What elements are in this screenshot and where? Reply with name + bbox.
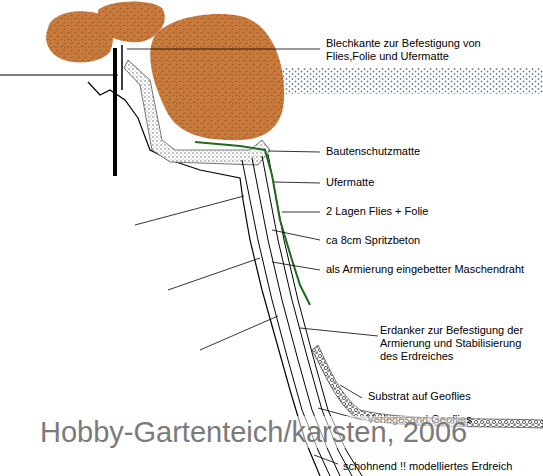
stone [98,1,165,42]
leader-line [340,385,362,398]
sheet-edge [121,45,123,90]
callout-label: als Armierung eingebetter Maschendraht [326,263,524,276]
leader-line [268,151,320,152]
ground-line [0,75,118,76]
callout-label: Erdanker zur Befestigung der Armierung u… [380,324,540,363]
stone [150,14,284,140]
leader-line [274,182,320,183]
leader-line [300,328,378,336]
callout-label: Blechkante zur Befestigung von Flies,Fol… [326,37,501,63]
leader-line [272,262,320,270]
callout-label: Ufermatte [326,176,374,189]
callout-label: Bautenschutzmatte [326,145,420,158]
callout-label: ca 8cm Spritzbeton [326,234,420,247]
leader-line [272,230,320,240]
leader-line [282,212,320,213]
leader-line [200,316,278,350]
leader-line [127,49,320,50]
callout-label: schohnend !! modelliertes Erdreich [343,460,512,473]
watermark: Hobby-Gartenteich/karsten, 2006 [40,416,467,448]
leader-line [168,258,260,290]
callout-label: 2 Lagen Flies + Folie [326,205,428,218]
water-surface [268,68,543,94]
bank-mat [195,142,310,305]
edge-post [113,48,117,176]
leader-line [314,455,338,464]
leader-line [135,196,244,225]
callout-label: Substrat auf Geoflies [368,390,471,403]
